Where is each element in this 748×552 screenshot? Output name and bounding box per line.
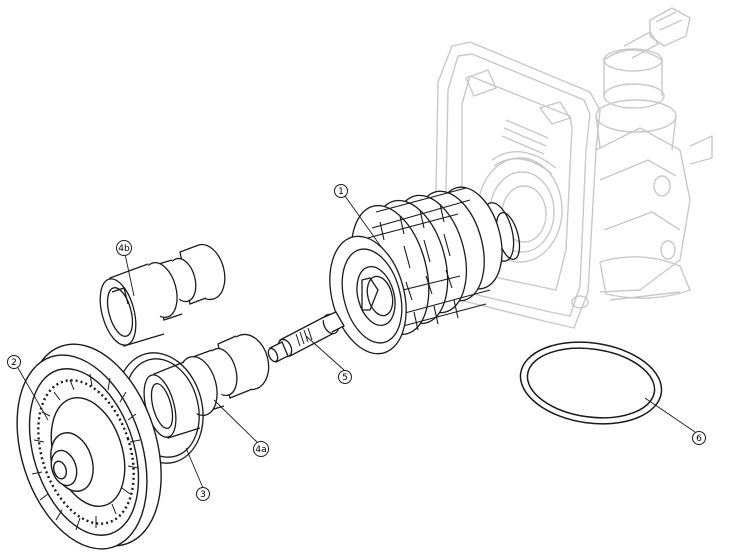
leader-lines	[17, 195, 696, 489]
svg-text:3: 3	[200, 490, 206, 500]
callout-4b: 4b	[116, 240, 132, 256]
part-2-drive-gear	[16, 343, 162, 550]
svg-text:4a: 4a	[255, 445, 266, 455]
part-4a-spacer	[143, 333, 270, 439]
svg-text:5: 5	[342, 373, 348, 383]
callout-3: 3	[196, 487, 210, 501]
svg-text:2: 2	[11, 358, 17, 368]
callout-4a: 4a	[253, 441, 269, 457]
part-6-o-ring	[519, 341, 663, 425]
svg-text:4b: 4b	[118, 244, 130, 254]
callout-5: 5	[338, 370, 352, 384]
part-5-stem	[267, 311, 345, 363]
callout-1: 1	[334, 184, 348, 198]
callout-2: 2	[7, 355, 21, 369]
part-1-seal-stack	[329, 186, 521, 355]
svg-text:6: 6	[696, 434, 702, 444]
svg-text:1: 1	[338, 187, 344, 197]
part-4b-spacer	[99, 243, 226, 347]
callout-6: 6	[692, 431, 706, 445]
